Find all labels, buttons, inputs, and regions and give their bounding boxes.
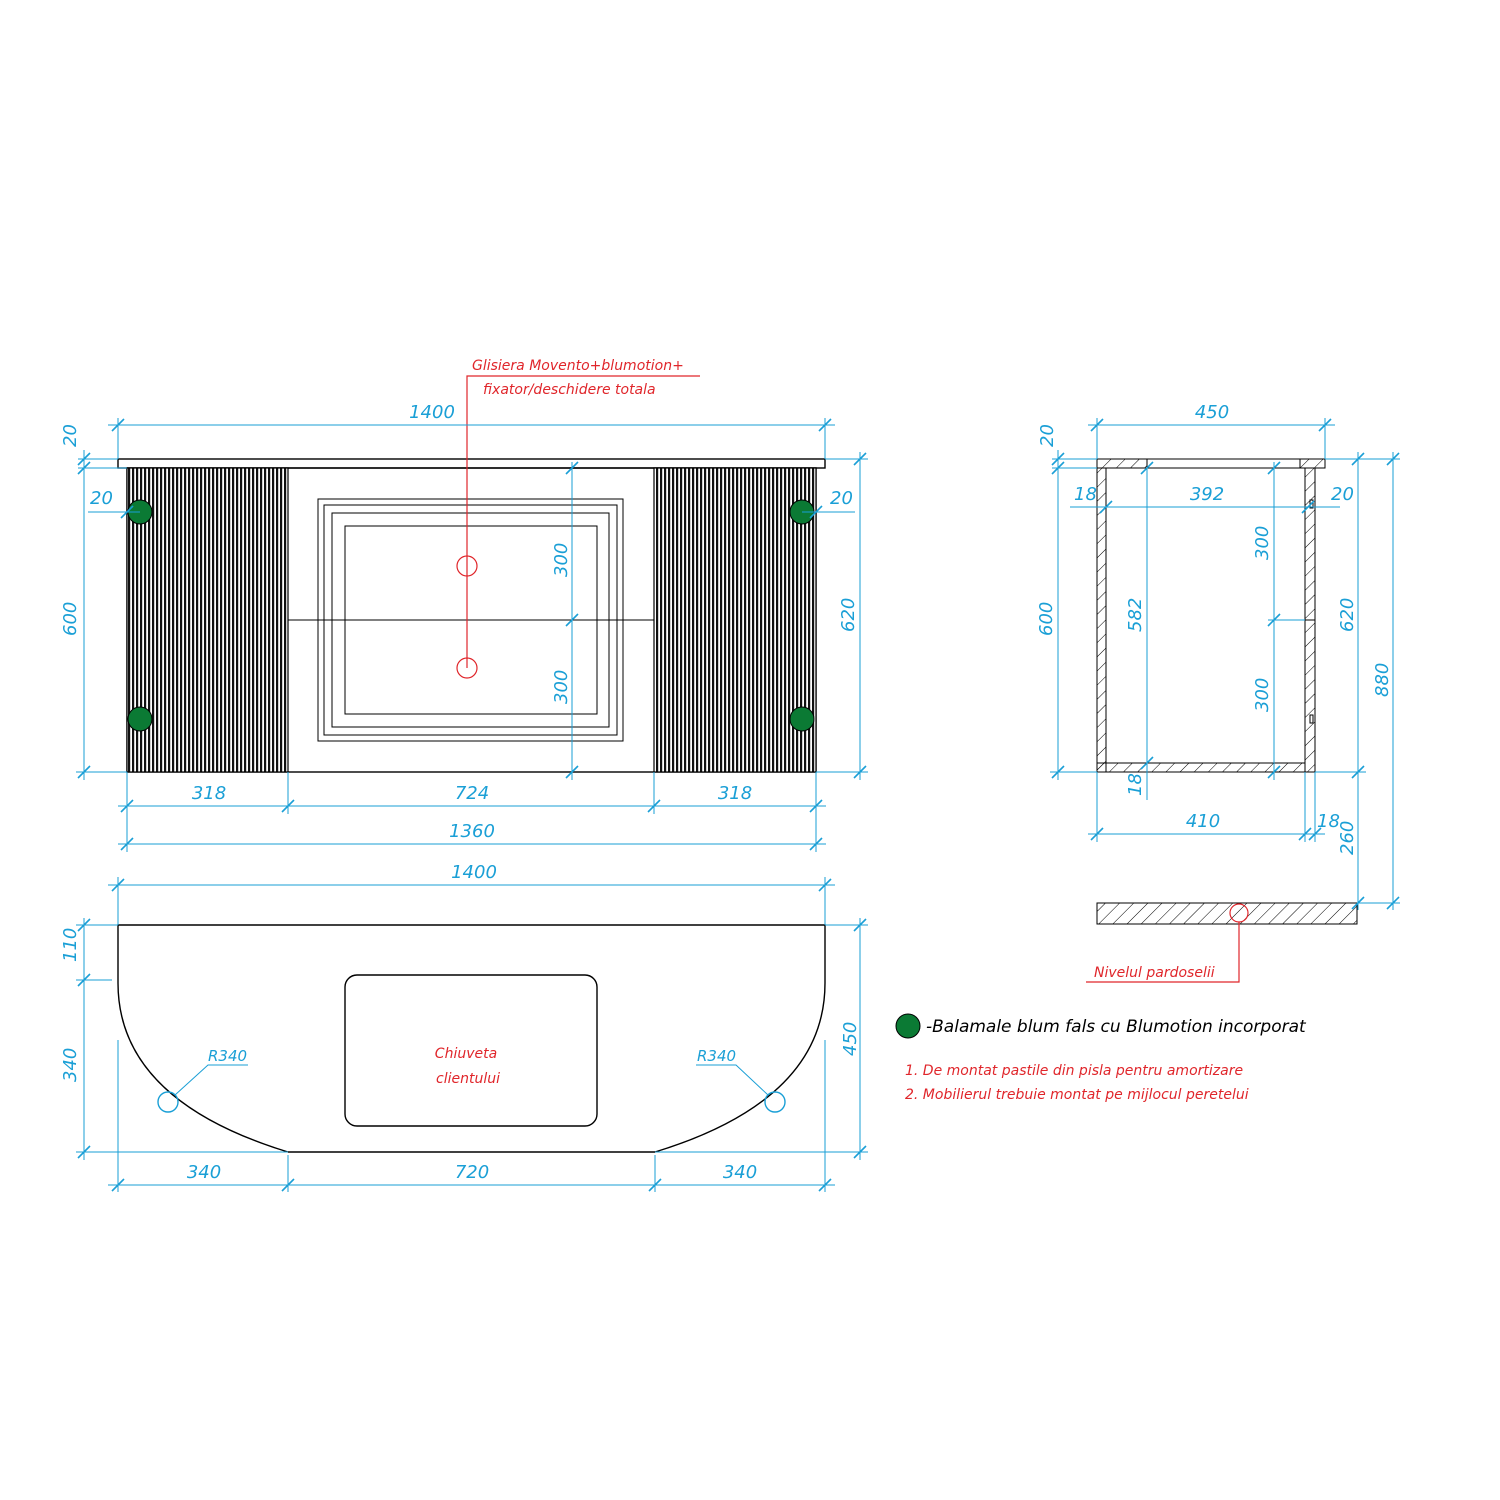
- top-view: Chiuveta clientului R340 R340 1400: [60, 862, 868, 1192]
- front-view: Glisiera Movento+blumotion+ fixator/desc…: [60, 358, 868, 852]
- note-2: 2. Mobilierul trebuie montat pe mijlocul…: [905, 1087, 1249, 1103]
- fluted-panel-right: [653, 467, 817, 773]
- hinge-dot-bottom-right: [789, 706, 815, 732]
- dim-side-bottom-widths: 410 18: [1088, 772, 1340, 842]
- dim-side-total-height: 620 260: [1315, 452, 1366, 910]
- svg-text:20: 20: [1331, 484, 1354, 505]
- sink-cutout: [344, 974, 598, 1127]
- center-frame-mid: [323, 504, 618, 736]
- svg-text:300: 300: [551, 670, 572, 704]
- hinge-legend-icon: [895, 1013, 921, 1039]
- svg-text:Nivelul pardoselii: Nivelul pardoselii: [1094, 965, 1215, 981]
- svg-text:340: 340: [60, 1048, 81, 1082]
- dim-side-inner-height: 582 18: [1125, 461, 1154, 800]
- dim-top-left-depths: 110 340: [60, 918, 288, 1160]
- svg-text:582: 582: [1125, 598, 1146, 632]
- hinge-legend-text: -Balamale blum fals cu Blumotion incorpo…: [926, 1017, 1307, 1037]
- legend: -Balamale blum fals cu Blumotion incorpo…: [895, 1013, 1307, 1103]
- svg-text:300: 300: [1252, 678, 1273, 712]
- countertop-outline: [117, 924, 826, 1153]
- dim-front-left-inset: 20: [88, 488, 140, 519]
- svg-text:1400: 1400: [409, 402, 455, 423]
- svg-text:600: 600: [1036, 602, 1057, 636]
- svg-text:18: 18: [1125, 773, 1146, 796]
- svg-text:1360: 1360: [449, 821, 495, 842]
- note-1: 1. De montat pastile din pisla pentru am…: [905, 1063, 1243, 1079]
- svg-text:20: 20: [1037, 424, 1058, 447]
- side-top-hatch-right: [1299, 458, 1326, 469]
- svg-text:600: 600: [60, 602, 81, 636]
- front-countertop: [117, 458, 826, 469]
- slide-callout: Glisiera Movento+blumotion+ fixator/desc…: [456, 358, 700, 679]
- svg-text:R340: R340: [697, 1047, 736, 1065]
- svg-text:720: 720: [455, 1162, 489, 1183]
- callout-line1: Glisiera Movento+blumotion+: [472, 358, 684, 374]
- svg-text:450: 450: [1195, 402, 1229, 423]
- svg-text:110: 110: [60, 928, 81, 962]
- dim-front-total-width: 1400: [108, 402, 835, 459]
- svg-text:410: 410: [1186, 811, 1220, 832]
- dim-side-drawer-heights: 300 300: [1252, 461, 1305, 780]
- dim-side-body-height: 600: [1036, 468, 1097, 780]
- dim-front-total-height: 620: [816, 452, 868, 780]
- radius-marker-right: R340: [696, 1047, 786, 1113]
- svg-text:340: 340: [723, 1162, 757, 1183]
- dim-side-depth: 450: [1088, 402, 1335, 459]
- svg-text:260: 260: [1337, 821, 1358, 855]
- dim-front-body-width: 1360: [118, 821, 826, 851]
- dim-top-widths: 340 720 340: [108, 1040, 835, 1192]
- svg-text:18: 18: [1074, 484, 1097, 505]
- center-frame-inner2: [344, 525, 598, 715]
- svg-text:R340: R340: [208, 1047, 247, 1065]
- svg-text:318: 318: [718, 783, 752, 804]
- dim-front-panel-widths: 318 724 318: [118, 772, 826, 852]
- svg-text:392: 392: [1190, 484, 1224, 505]
- sink-label-line1: Chiuveta: [435, 1046, 497, 1062]
- svg-text:20: 20: [90, 488, 113, 509]
- dim-side-inner-widths: 18 392 20: [1070, 484, 1354, 514]
- dim-front-right-inset: 20: [802, 488, 855, 519]
- radius-marker-left: R340: [157, 1047, 248, 1113]
- svg-text:620: 620: [1337, 598, 1358, 632]
- svg-text:1400: 1400: [451, 862, 497, 883]
- callout-line2: fixator/deschidere totala: [483, 382, 656, 398]
- sink-label-line2: clientului: [436, 1071, 500, 1087]
- svg-text:724: 724: [455, 783, 489, 804]
- dim-front-drawer-heights: 300 300: [551, 461, 579, 780]
- center-frame-inner1: [331, 512, 610, 728]
- svg-text:20: 20: [830, 488, 853, 509]
- dim-front-body-height: 600: [60, 468, 127, 780]
- svg-text:620: 620: [838, 598, 859, 632]
- side-back-panel: [1096, 467, 1107, 773]
- center-frame-outer: [317, 498, 624, 742]
- floor-callout: Nivelul pardoselii: [1086, 903, 1249, 983]
- hinge-dot-bottom-left: [127, 706, 153, 732]
- dim-front-top-thickness: 20: [60, 424, 127, 476]
- svg-text:450: 450: [840, 1022, 861, 1056]
- dim-top-total-depth: 450: [655, 918, 868, 1160]
- svg-text:300: 300: [1252, 526, 1273, 560]
- dim-top-total-width: 1400: [108, 862, 835, 925]
- fluted-panel-left: [126, 467, 289, 773]
- floor-slab: [1096, 902, 1358, 925]
- side-top-hatch-left: [1096, 458, 1148, 469]
- svg-text:18: 18: [1317, 811, 1340, 832]
- dim-side-top-thickness: 20: [1037, 424, 1097, 476]
- svg-text:300: 300: [551, 543, 572, 577]
- svg-text:880: 880: [1372, 663, 1393, 697]
- svg-text:318: 318: [192, 783, 226, 804]
- side-view: Nivelul pardoselii 450 20 18 392: [1036, 402, 1400, 983]
- dim-side-overall-height: 880: [1325, 452, 1400, 910]
- svg-text:20: 20: [60, 424, 81, 447]
- svg-text:340: 340: [187, 1162, 221, 1183]
